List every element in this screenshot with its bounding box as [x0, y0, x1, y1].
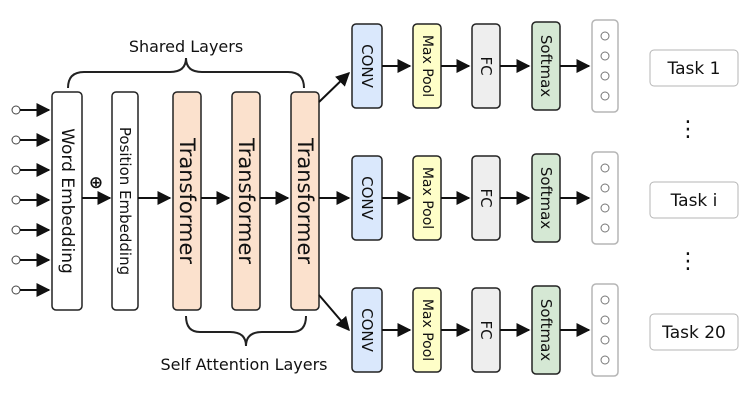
- input-token: [11, 133, 51, 147]
- word-embedding-block: [51, 91, 83, 311]
- max-pool-label: Max Pool: [419, 167, 435, 229]
- arrow-to-branch-3: [318, 294, 350, 332]
- self-attention-label: Self Attention Layers: [160, 355, 327, 374]
- fc-label: FC: [477, 56, 495, 75]
- output-node: [600, 51, 610, 61]
- output-node: [600, 355, 610, 365]
- arrow-to-branch-1: [318, 72, 351, 103]
- output-node: [600, 71, 610, 81]
- input-tokens: [11, 103, 51, 297]
- shared-layers-brace: [67, 57, 305, 89]
- output-node: [600, 31, 610, 41]
- input-token: [11, 103, 51, 117]
- transformer-label-3: Transformer: [293, 137, 317, 264]
- branch-1: CONV Max Pool FC Softmax: [351, 19, 619, 113]
- output-node: [600, 203, 610, 213]
- output-node: [600, 183, 610, 193]
- task-1-box: [649, 49, 739, 87]
- position-embedding-block: [111, 91, 139, 311]
- fc-label: FC: [477, 188, 495, 207]
- output-node: [600, 315, 610, 325]
- task-i-box: [649, 181, 739, 219]
- transformer-block-3: [290, 91, 320, 311]
- word-embedding-label: Word Embedding: [57, 128, 77, 274]
- fc-label: FC: [477, 320, 495, 339]
- task-i-label: Task i: [670, 191, 718, 211]
- shared-layers-label: Shared Layers: [129, 37, 243, 56]
- conv-label: CONV: [358, 176, 376, 221]
- transformer-label-2: Transformer: [234, 137, 258, 264]
- output-block: [591, 19, 619, 113]
- ellipsis-1: ⋮: [677, 117, 699, 142]
- output-node: [600, 163, 610, 173]
- output-node: [600, 335, 610, 345]
- softmax-label: Softmax: [537, 299, 555, 361]
- conv-label: CONV: [358, 44, 376, 89]
- task-20-box: [649, 313, 739, 351]
- task-1-label: Task 1: [667, 59, 721, 79]
- output-node: [600, 223, 610, 233]
- transformer-block-2: [231, 91, 261, 311]
- output-block: [591, 151, 619, 245]
- output-block: [591, 283, 619, 377]
- input-token: [11, 163, 51, 177]
- input-token: [11, 253, 51, 267]
- branch-3: CONV Max Pool FC Softmax: [351, 283, 619, 377]
- max-pool-label: Max Pool: [419, 35, 435, 97]
- input-token: [11, 193, 51, 207]
- max-pool-label: Max Pool: [419, 299, 435, 361]
- branch-2: CONV Max Pool FC Softmax: [351, 151, 619, 245]
- softmax-label: Softmax: [537, 35, 555, 97]
- output-node: [600, 295, 610, 305]
- transformer-block-1: [172, 91, 202, 311]
- input-token: [11, 283, 51, 297]
- softmax-label: Softmax: [537, 167, 555, 229]
- ellipsis-2: ⋮: [677, 249, 699, 274]
- conv-label: CONV: [358, 308, 376, 353]
- position-embedding-label: Position Embedding: [116, 127, 134, 275]
- self-attention-brace: [185, 315, 307, 347]
- output-node: [600, 91, 610, 101]
- transformer-label-1: Transformer: [175, 137, 199, 264]
- plus-icon: ⊕: [89, 173, 103, 193]
- input-token: [11, 223, 51, 237]
- task-20-label: Task 20: [661, 323, 726, 343]
